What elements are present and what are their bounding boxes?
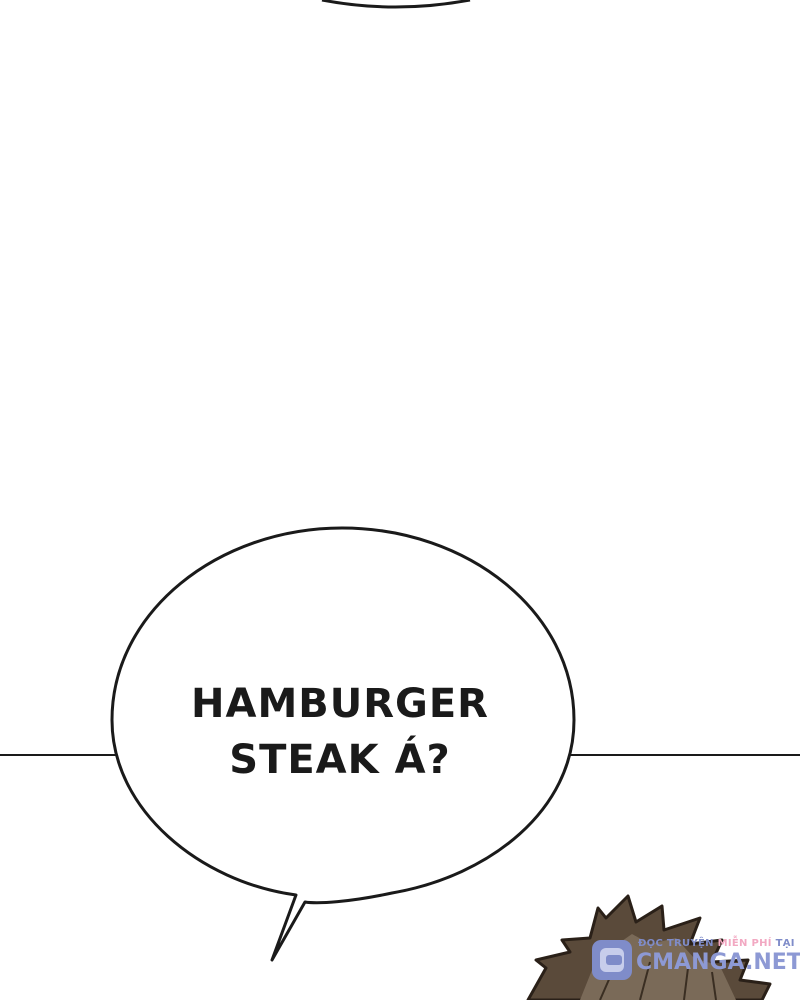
character-hair-strands	[599, 961, 717, 1000]
speech-line-2: STEAK Á?	[229, 737, 451, 783]
watermark-highlight: MIỄN PHÍ	[717, 938, 772, 949]
watermark-tagline: ĐỌC TRUYỆN MIỄN PHÍ TẠI	[638, 938, 795, 949]
speech-bubble-text: HAMBURGER STEAK Á?	[160, 676, 520, 788]
cmanga-logo-icon	[592, 940, 632, 980]
previous-bubble-edge	[321, 0, 471, 9]
speech-bubble	[110, 526, 576, 962]
site-watermark: ĐỌC TRUYỆN MIỄN PHÍ TẠI CMANGA.NET	[592, 936, 800, 986]
speech-line-1: HAMBURGER	[191, 681, 489, 727]
watermark-site-name: CMANGA.NET	[636, 950, 800, 975]
